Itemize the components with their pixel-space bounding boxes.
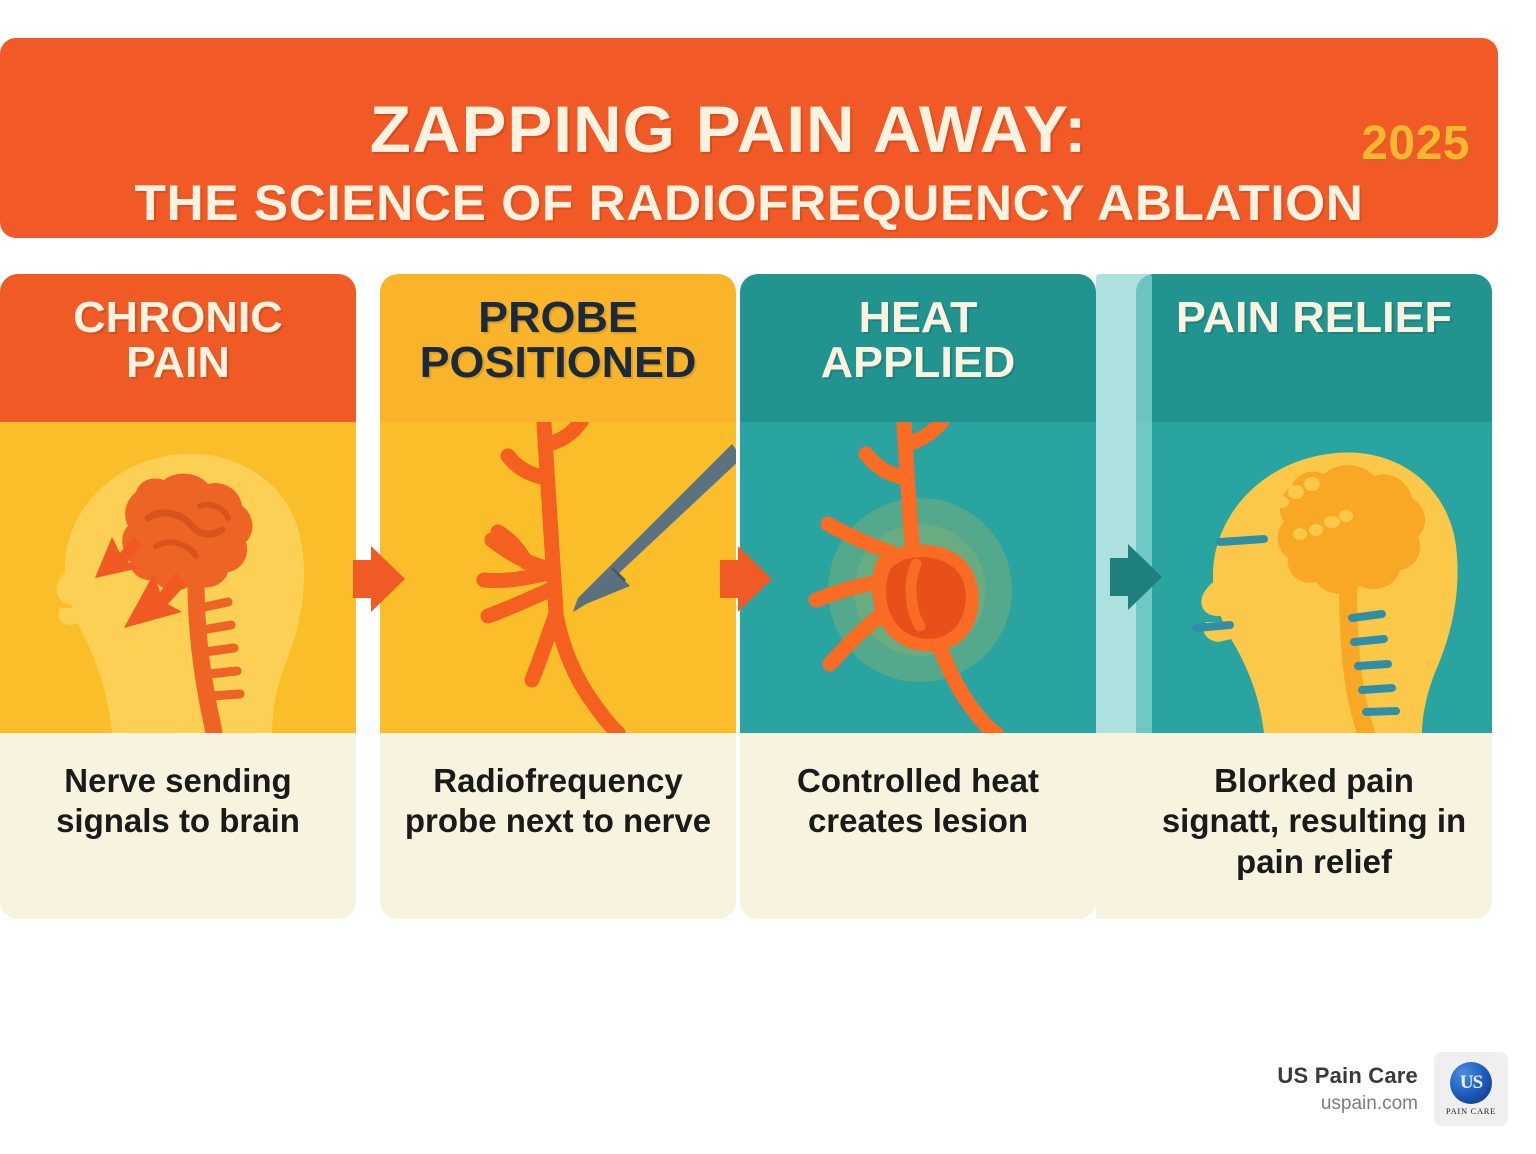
step-1-caption-text: Nerve sending signals to brain [56, 762, 300, 840]
footer-text-block: US Pain Care uspain.com [1277, 1061, 1418, 1116]
step-card-chronic-pain[interactable]: CHRONIC PAIN [0, 274, 356, 919]
logo-subtitle: PAIN CARE [1445, 1106, 1497, 1116]
logo: US PAIN CARE [1434, 1052, 1508, 1126]
footer: US Pain Care uspain.com US PAIN CARE [1277, 1052, 1508, 1126]
step-1-header: CHRONIC PAIN [0, 274, 356, 422]
nerve-probe-icon [380, 422, 736, 733]
step-4-caption: Blorked pain signatt, resulting in pain … [1136, 733, 1492, 919]
logo-initials: US [1459, 1072, 1483, 1093]
step-4-illustration [1136, 422, 1492, 733]
arrow-step-2-to-3 [716, 540, 776, 618]
card-bridge-caption-fill [1096, 733, 1152, 919]
step-2-caption: Radiofrequency probe next to nerve [380, 733, 736, 919]
step-3-heading: HEAT APPLIED [820, 293, 1016, 387]
blocked-signal-dots [1259, 477, 1353, 540]
step-4-header: PAIN RELIEF [1136, 274, 1492, 422]
arrow-step-3-to-4 [1106, 538, 1166, 616]
steps-container: CHRONIC PAIN [0, 274, 1536, 919]
page-title: ZAPPING PAIN AWAY: [369, 92, 1088, 166]
step-1-heading: CHRONIC PAIN [73, 293, 283, 387]
step-3-caption-text: Controlled heat creates lesion [796, 762, 1039, 840]
chevron-right-icon [1110, 544, 1162, 610]
footer-url[interactable]: uspain.com [1320, 1093, 1418, 1115]
step-card-heat-applied[interactable]: HEAT APPLIED [740, 274, 1096, 919]
head-brain-arrows-icon [0, 422, 356, 733]
step-3-caption: Controlled heat creates lesion [740, 733, 1096, 919]
title-banner: ZAPPING PAIN AWAY: THE SCIENCE OF RADIOF… [0, 38, 1498, 238]
step-4-heading: PAIN RELIEF [1176, 293, 1452, 342]
step-card-pain-relief[interactable]: PAIN RELIEF [1136, 274, 1492, 919]
step-card-probe-positioned[interactable]: PROBE POSITIONED [380, 274, 736, 919]
teal-block-marks [1192, 535, 1400, 716]
relieved-head-icon [1136, 422, 1492, 733]
chevron-right-icon [720, 546, 772, 612]
step-2-illustration [380, 422, 736, 733]
page-subtitle: THE SCIENCE OF RADIOFREQUENCY ABLATION [134, 175, 1364, 231]
step-4-caption-text: Blorked pain signatt, resulting in pain … [1161, 762, 1467, 880]
footer-brand: US Pain Care [1277, 1063, 1418, 1089]
probe-needle [573, 444, 736, 612]
step-1-illustration [0, 422, 356, 733]
year-badge: 2025 [1361, 117, 1470, 170]
chevron-right-icon [353, 546, 405, 612]
step-3-header: HEAT APPLIED [740, 274, 1096, 422]
step-2-header: PROBE POSITIONED [380, 274, 736, 422]
step-3-illustration [740, 422, 1096, 733]
nerve-lesion-heat-icon [740, 422, 1096, 733]
arrow-step-1-to-2 [349, 540, 409, 618]
step-2-heading: PROBE POSITIONED [419, 293, 697, 387]
step-2-caption-text: Radiofrequency probe next to nerve [404, 762, 712, 840]
step-1-caption: Nerve sending signals to brain [0, 733, 356, 919]
logo-circle-icon: US [1450, 1062, 1492, 1104]
